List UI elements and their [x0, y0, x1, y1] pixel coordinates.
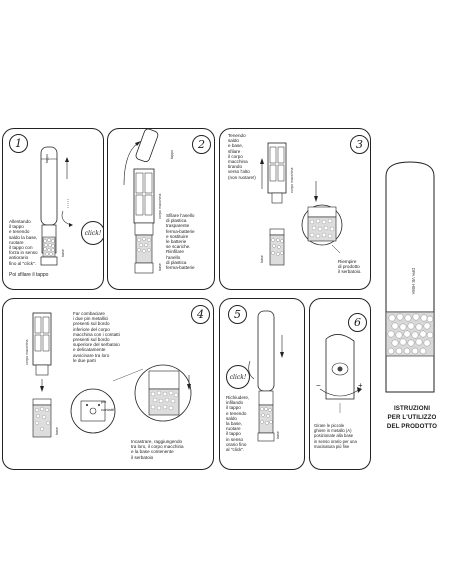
- step-5-panel: 5 click! base Richiudere, infilando il t…: [219, 298, 305, 470]
- step-1-instructions: Allentando il tappo e tenendo saldo la b…: [9, 219, 38, 266]
- page-title: ISTRUZIONI PER L'UTILIZZO DEL PRODOTTO: [386, 405, 438, 430]
- base-label: base: [158, 263, 162, 271]
- grinder-adjust-illustration: [319, 334, 362, 413]
- plus-sign: +: [358, 381, 363, 390]
- grinder-battery-illustration: [123, 129, 159, 274]
- step-number: 2: [192, 135, 211, 154]
- click-badge: click!: [81, 221, 103, 245]
- step-3-caption: Riempire di prodotto il serbatoio.: [338, 259, 362, 275]
- minus-sign: −: [316, 381, 321, 390]
- step-3-panel: 3 Tenendo saldo e base, sfilare il corpo…: [219, 128, 371, 290]
- step-4-panel: 4 corpo ma: [2, 298, 214, 470]
- step-number: 5: [228, 305, 247, 324]
- step-5-instructions: Richiudere, infilando il tappo e tenendo…: [226, 395, 250, 453]
- contatti-label: contatti: [101, 407, 114, 412]
- base-label: base: [276, 431, 280, 439]
- grinder-illustration: [40, 146, 73, 266]
- step-2-instructions: Sfilare l'anello di plastica trasparente…: [166, 213, 195, 271]
- step-1-panel: 1 tappo base click! Allentando il tappo …: [2, 128, 104, 290]
- step-6-panel: 6 − + Girare le piccole ghiere in metall…: [309, 298, 371, 470]
- base-label: base: [61, 249, 65, 257]
- step-3-instructions: Tenendo saldo e base, sfilare il corpo m…: [228, 133, 256, 180]
- step-number: 1: [9, 134, 28, 153]
- step-number: 4: [191, 305, 210, 324]
- product-vertical-label: DPA VE HIMA: [411, 268, 416, 295]
- step-2-panel: 2 tappo corpo macchina base Sfilare l'an…: [107, 128, 215, 290]
- step-6-caption: Girare le piccole ghiere in metallo (A) …: [314, 423, 357, 449]
- grinder-fill-illustration: [260, 142, 343, 266]
- click-badge: click!: [226, 365, 250, 389]
- step-number: 6: [348, 313, 367, 332]
- corpo-macchina-label: corpo macchina: [25, 339, 29, 365]
- corpo-macchina-label: corpo macchina: [290, 167, 294, 193]
- grinder-close-illustration: [248, 310, 284, 442]
- step-4-instructions: Far combaciare i due pin metallici prese…: [73, 311, 120, 363]
- product-grinder-illustration: [385, 161, 435, 393]
- pin-label: pin: [101, 399, 107, 404]
- step-1-caption: Poi sfilare il tappo: [9, 272, 49, 278]
- grinder-assembly-illustration: [32, 312, 192, 438]
- tappo-label: tappo: [170, 150, 174, 159]
- corpo-macchina-label: corpo macchina: [158, 193, 162, 219]
- step-4-caption: Incastrare, raggiungendo tra loro, il co…: [131, 439, 184, 460]
- step-number: 3: [350, 135, 369, 154]
- tappo-label: tappo: [45, 154, 49, 163]
- base-label: base: [55, 427, 59, 435]
- base-label: base: [260, 255, 264, 263]
